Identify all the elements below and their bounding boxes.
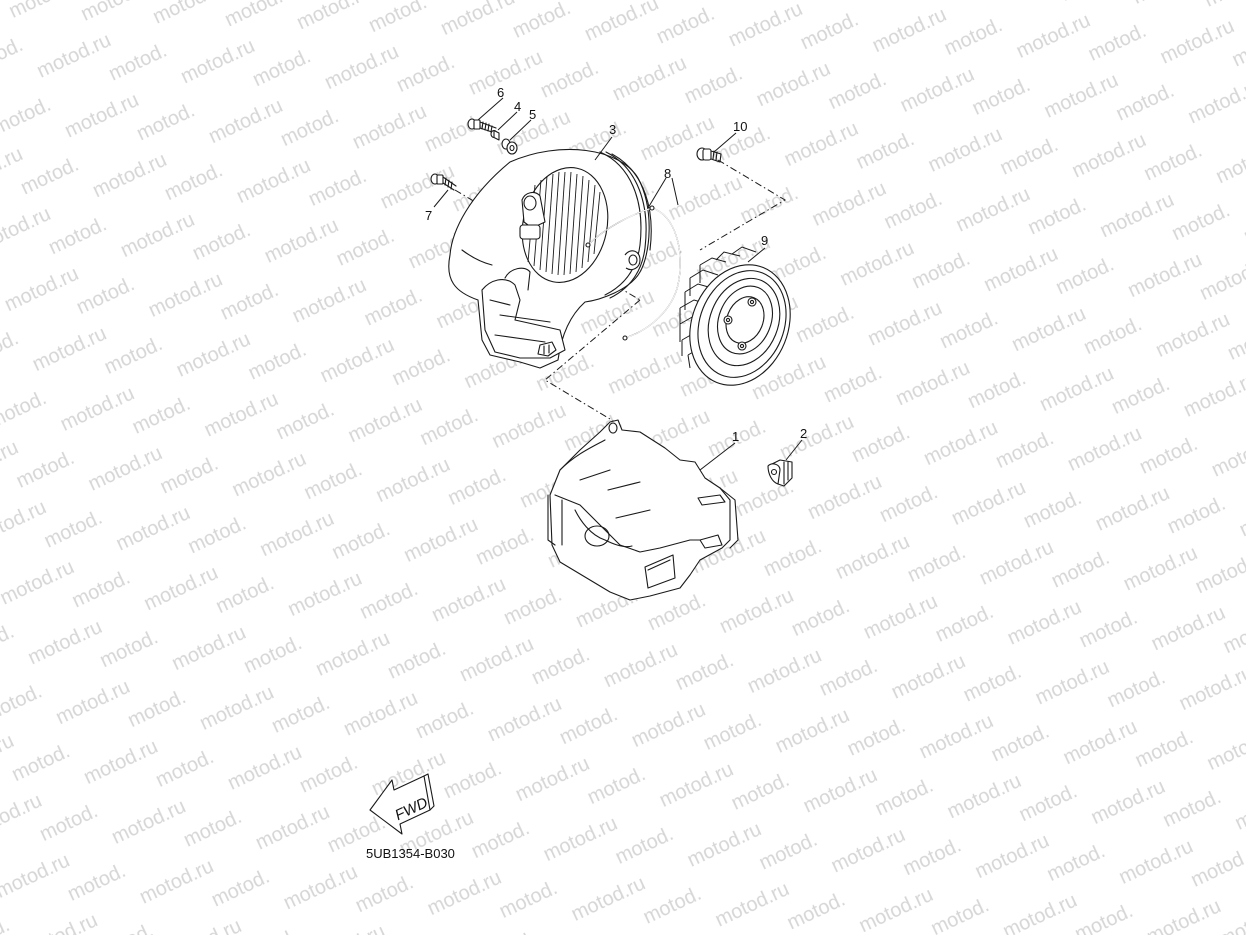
callout-10[interactable]: 10: [733, 119, 747, 134]
part-2-damper: [767, 459, 793, 487]
callout-numbers: 6 4 5 3 7 8 10 9 1 2: [425, 85, 807, 444]
callout-3[interactable]: 3: [609, 122, 616, 137]
callout-8[interactable]: 8: [664, 166, 671, 181]
callout-7[interactable]: 7: [425, 208, 432, 223]
callout-5[interactable]: 5: [529, 107, 536, 122]
part-9-cooling-fan: [679, 246, 791, 386]
fwd-direction-arrow-icon: FWD: [369, 773, 435, 835]
part-4-collar: [490, 129, 500, 141]
callout-1[interactable]: 1: [732, 429, 739, 444]
callout-9[interactable]: 9: [761, 233, 768, 248]
part-7-bolt: [430, 173, 457, 191]
callout-4[interactable]: 4: [514, 99, 521, 114]
diagram-code: 5UB1354-B030: [366, 846, 455, 861]
part-10-bolt: [696, 147, 722, 163]
part-3-fan-cover: [448, 148, 652, 369]
callout-6[interactable]: 6: [497, 85, 504, 100]
part-8-seal-strip: [585, 205, 681, 341]
part-5-grommet: [501, 138, 518, 155]
leader-lines: [433, 97, 803, 471]
callout-2[interactable]: 2: [800, 426, 807, 441]
part-1-cylinder-shroud: [547, 419, 739, 601]
